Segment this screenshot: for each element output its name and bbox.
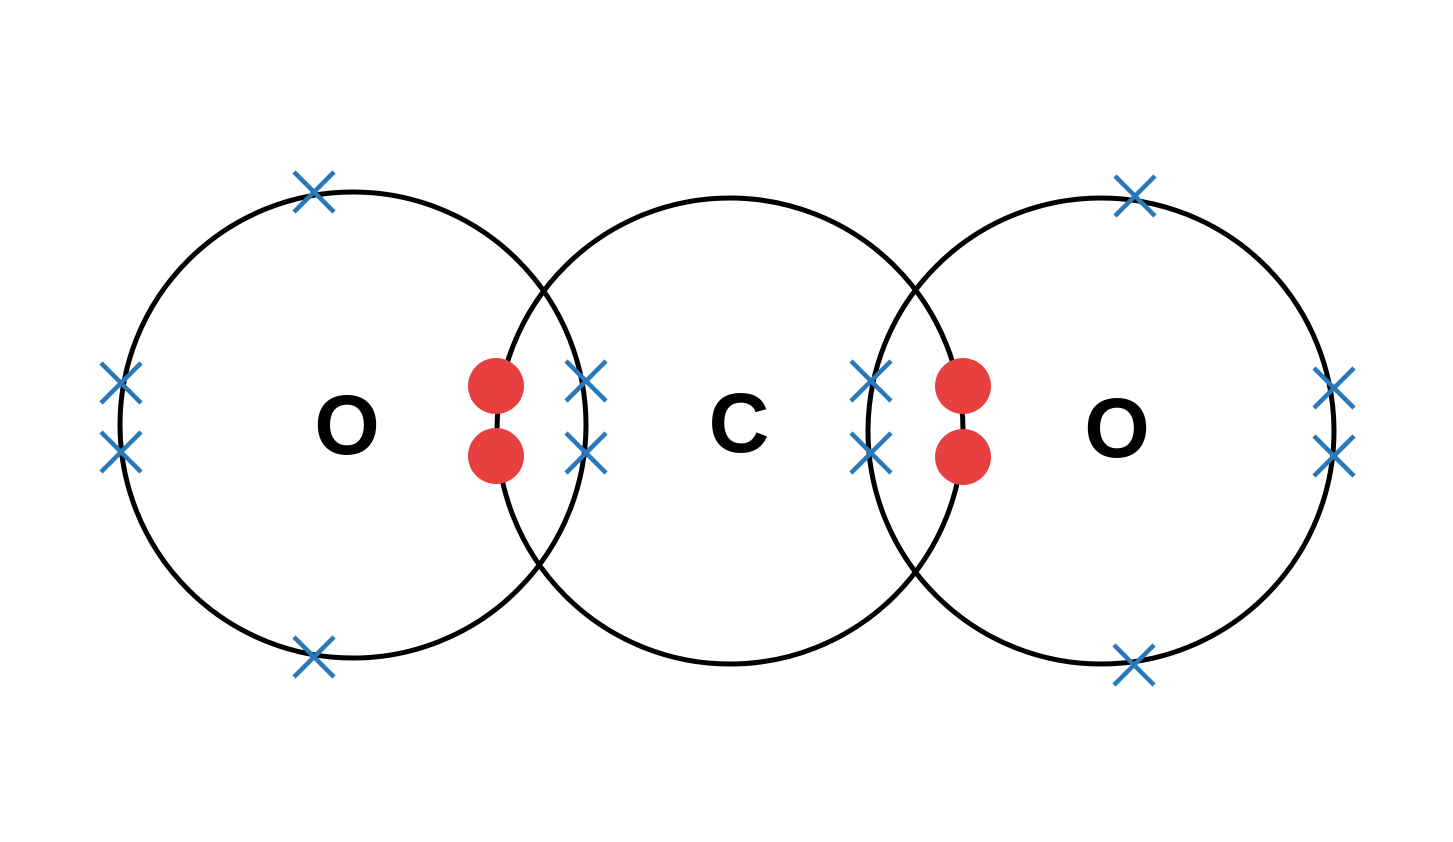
oxygen-left-electron-cross-5 [564, 431, 608, 475]
oxygen-left-label: O [314, 378, 379, 472]
carbon-electron-dot-3 [935, 358, 991, 414]
carbon-label: C [709, 376, 770, 470]
oxygen-left-electron-cross-3 [99, 430, 143, 474]
oxygen-right-electron-cross-5 [1312, 434, 1356, 478]
oxygen-right-shell [865, 195, 1337, 667]
oxygen-left-electron-cross-4 [564, 359, 608, 403]
carbon-electron-dot-2 [468, 428, 524, 484]
oxygen-right-electron-cross-2 [849, 359, 893, 403]
carbon-electrons [468, 358, 991, 485]
carbon-electron-dot-4 [935, 429, 991, 485]
oxygen-right-electron-cross-6 [1112, 643, 1156, 687]
oxygen-right-label: O [1084, 381, 1149, 475]
oxygen-left-electron-cross-6 [292, 635, 336, 679]
oxygen-right-electrons [849, 174, 1356, 687]
carbon-electron-dot-1 [468, 358, 524, 414]
oxygen-right-electron-cross-3 [849, 431, 893, 475]
oxygen-left-electrons [99, 170, 608, 679]
oxygen-left-electron-cross-2 [99, 361, 143, 405]
oxygen-left-shell [117, 189, 589, 661]
oxygen-right-electron-cross-4 [1312, 366, 1356, 410]
oxygen-right-electron-cross-1 [1113, 174, 1157, 218]
oxygen-left-electron-cross-1 [292, 170, 336, 214]
